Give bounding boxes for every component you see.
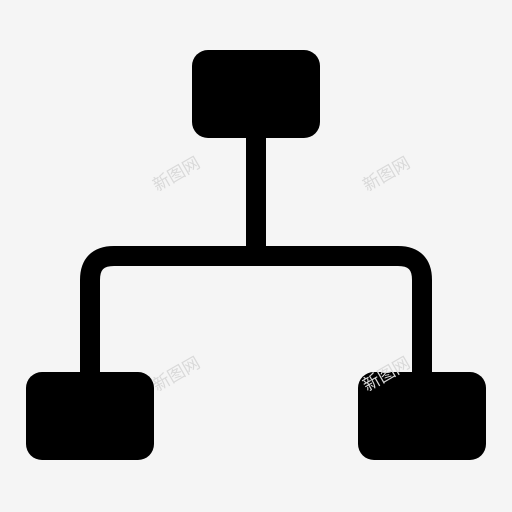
connector-stem — [246, 132, 266, 256]
bottom-left-node — [26, 372, 154, 460]
bottom-right-node — [358, 372, 486, 460]
connector-branch — [80, 246, 432, 380]
top-node — [192, 50, 320, 138]
